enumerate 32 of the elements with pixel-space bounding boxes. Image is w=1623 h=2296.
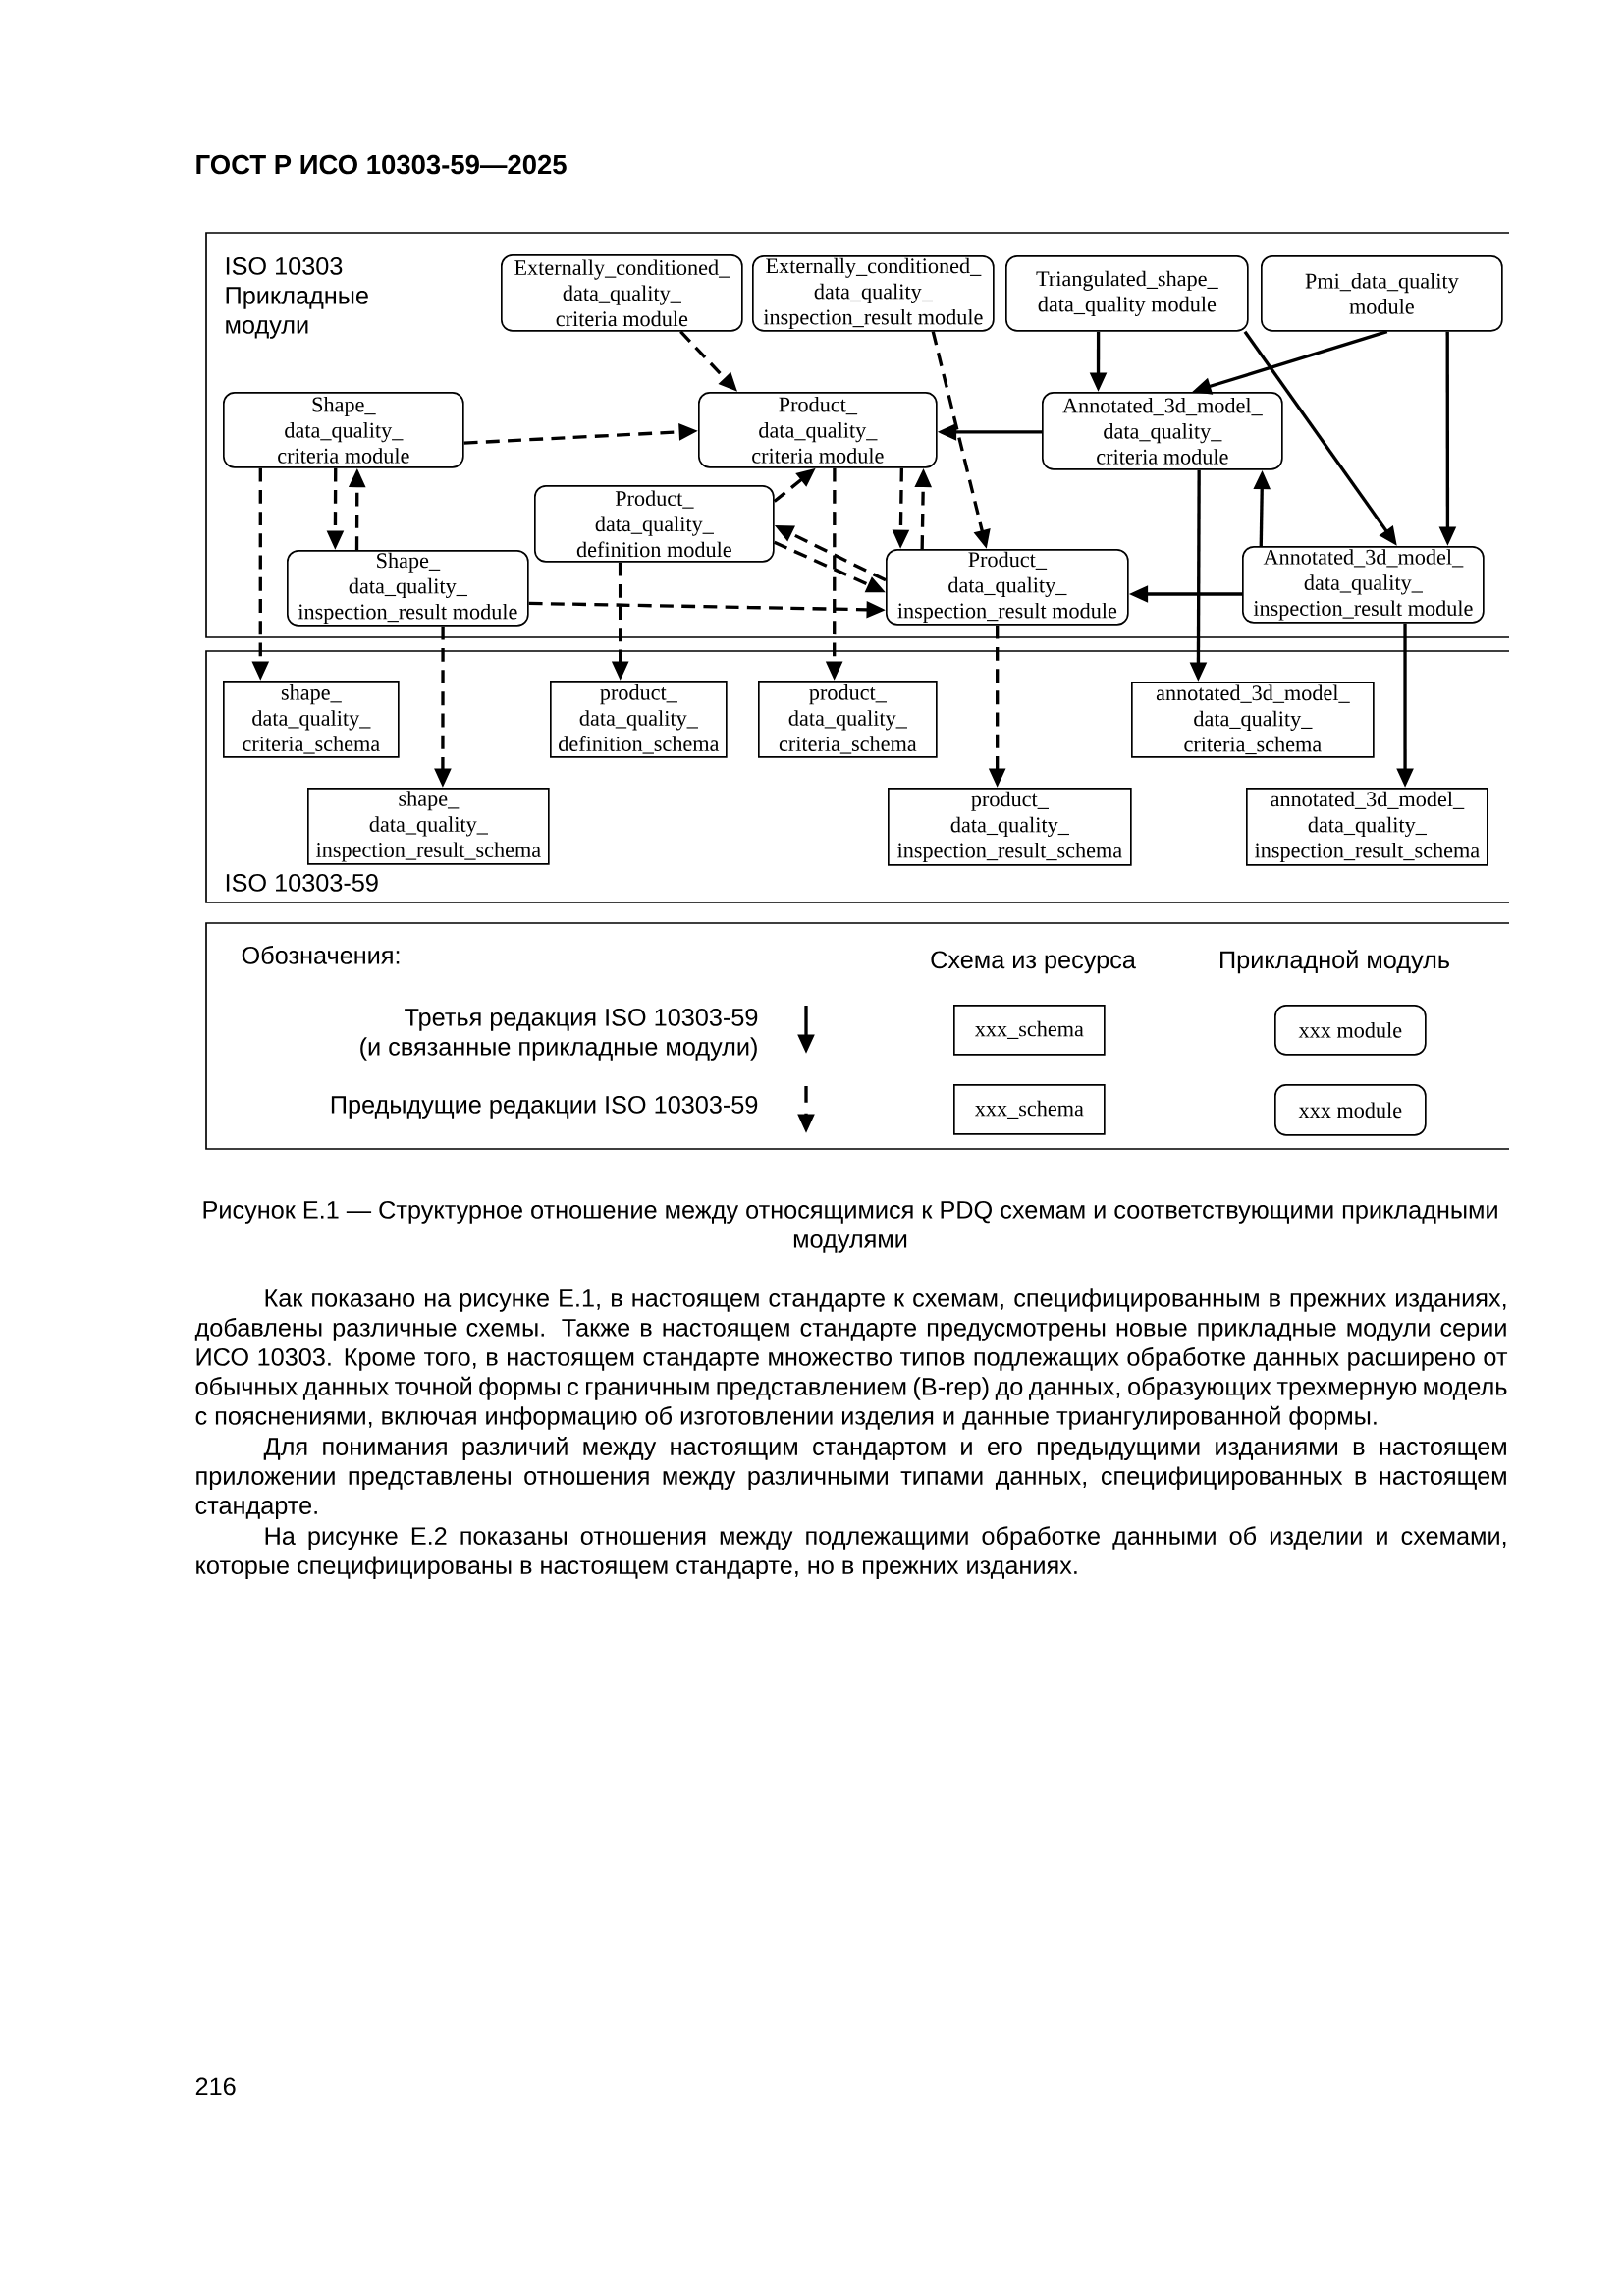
schema-box: shape_ data_quality_ criteria_schema <box>223 681 400 758</box>
body-paragraph: Для понимания различий между настоящим стандартом и его предыдущими изданиями в настоящем приложении представлены отношения между различными типами данных, специфицированных в настоящем стандарте. <box>195 1436 1506 1519</box>
page-header: ГОСТ Р ИСО 10303-59—2025 <box>196 154 567 175</box>
module-box: Annotated_3d_model_ data_quality_ inspection_result module <box>1242 546 1485 624</box>
schema-box: shape_ data_quality_ inspection_result_schema <box>307 788 550 865</box>
module-box: Product_ data_quality_ definition module <box>534 485 775 563</box>
page-number: 216 <box>195 2077 236 2096</box>
figure-caption: Рисунок Е.1 — Структурное отношение между относящимися к PDQ схемам и соответствующими прикладными модулями <box>203 1200 1497 1253</box>
module-box: Product_ data_quality_ criteria module <box>698 392 938 468</box>
schema-box: annotated_3d_model_ data_quality_ inspection_result_schema <box>1246 788 1488 866</box>
module-box: Shape_ data_quality_ inspection_result module <box>287 550 529 627</box>
body-paragraph: Как показано на рисунке Е.1, в настоящем стандарте к схемам, специфицированным в прежних изданиях, добавлены различные схемы. Также в настоящем стандарте предусмотрены новые прикладные модули серии ИСО 10303. Кроме того, в настоящем стандарте множество типов подлежащих обработке данных расширено от обычных данных точной формы с граничным представлением (B-rep) до данных, образующих трехмерную модель с пояснениями, включая информацию об изготовлении изделия и данные триангулированной формы. <box>194 1288 1508 1430</box>
schema-box: product_ data_quality_ criteria_schema <box>758 681 938 758</box>
schema-box: product_ data_quality_ definition_schema <box>550 681 728 758</box>
schema-box: xxx_schema <box>953 1084 1106 1135</box>
schema-box: product_ data_quality_ inspection_result_schema <box>888 788 1132 866</box>
legend-label: Третья редакция ISO 10303-59 (и связанные прикладные модули) <box>360 1008 758 1061</box>
module-box: Externally_conditioned_ data_quality_ criteria module <box>501 254 743 332</box>
column-heading: Схема из ресурса <box>931 951 1136 974</box>
module-box: Externally_conditioned_ data_quality_ inspection_result module <box>752 255 995 332</box>
module-box: Shape_ data_quality_ criteria module <box>223 392 464 468</box>
body-paragraph: На рисунке Е.2 показаны отношения между подлежащими обработке данными об изделии и схемами, которые специфицированы в настоящем стандарте, но в прежних изданиях. <box>196 1526 1506 1580</box>
module-box: Pmi_data_quality module <box>1261 255 1503 332</box>
module-box: xxx module <box>1274 1084 1427 1136</box>
schema-box: xxx_schema <box>953 1005 1106 1056</box>
schema-box: annotated_3d_model_ data_quality_ criteria_schema <box>1131 682 1375 758</box>
module-box: Triangulated_shape_ data_quality module <box>1005 255 1249 332</box>
module-box: xxx module <box>1274 1005 1427 1056</box>
legend-label: Предыдущие редакции ISO 10303-59 <box>331 1095 758 1119</box>
column-heading: Прикладной модуль <box>1220 950 1449 974</box>
module-box: Product_ data_quality_ inspection_result module <box>886 549 1129 626</box>
module-box: Annotated_3d_model_ data_quality_ criteria module <box>1042 392 1283 470</box>
